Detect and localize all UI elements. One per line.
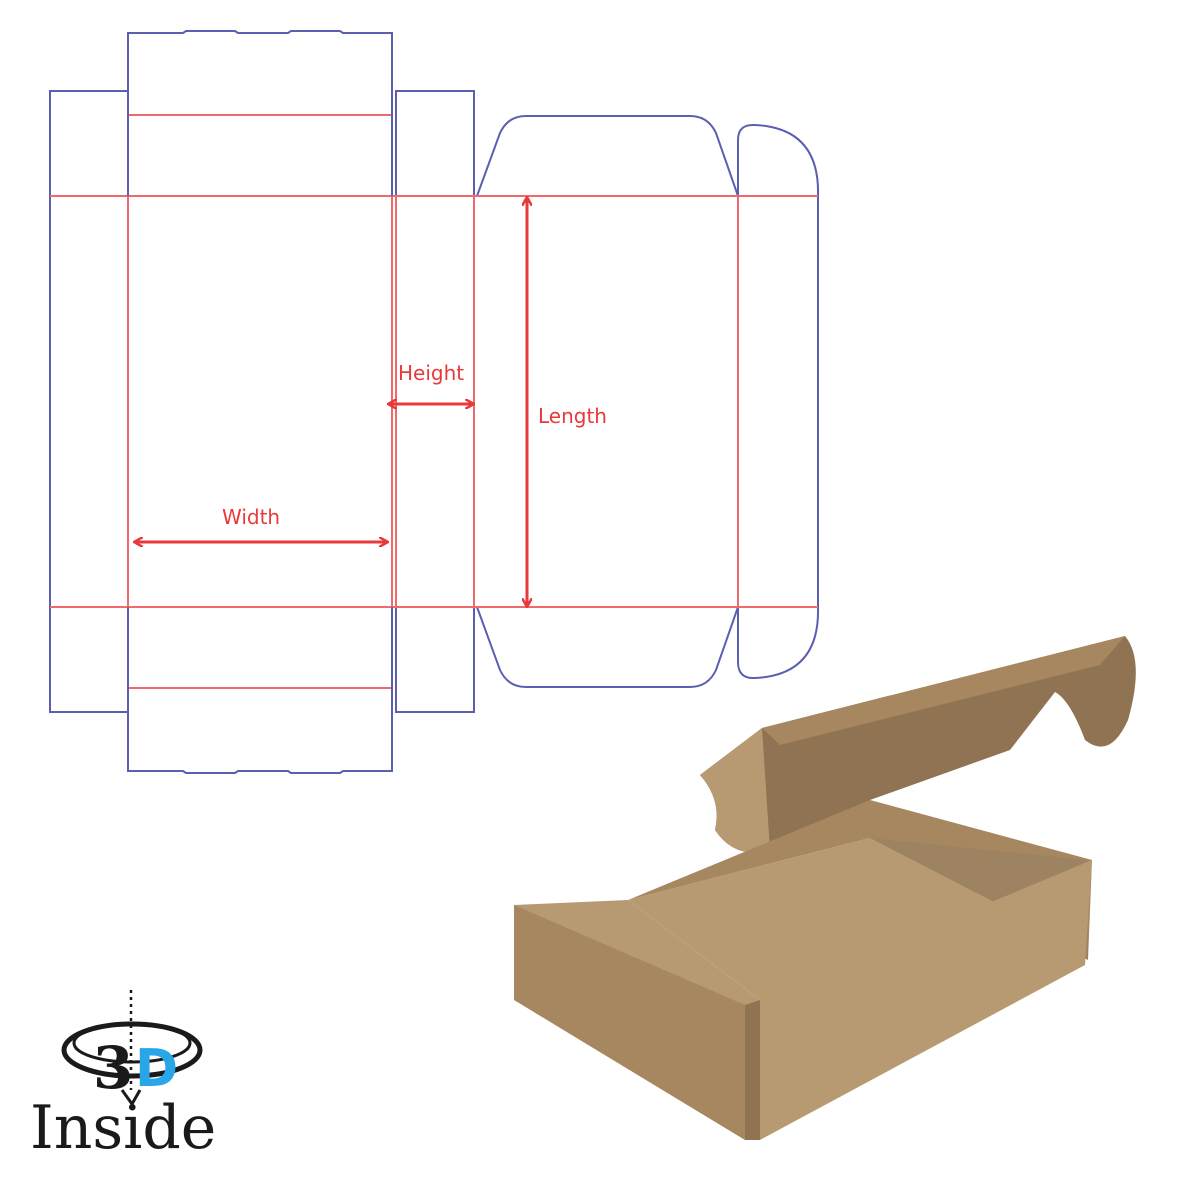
length-label: Length [538,404,607,428]
box-corner-shadow [745,1000,760,1140]
bottom-flap-cut [127,607,393,774]
logo-letter: D [135,1039,178,1099]
box-render [514,636,1136,1140]
width-label: Width [222,505,280,529]
left-flap-cut [49,90,128,713]
top-flap-cut [127,30,393,196]
box-inside-right [870,838,1088,960]
box-front-left-wall [514,905,760,1140]
right-narrow-flap-cut [395,90,475,713]
height-label: Height [398,361,464,385]
box-back-wall [628,800,1092,960]
box-floor [628,838,1000,1000]
fold-lines [50,114,818,689]
front-top-tab-cut [476,115,739,197]
brand-logo: 3 D Inside [30,990,216,1163]
logo-mark: 3 D [61,990,203,1107]
box-lid-ear-left [700,728,770,853]
front-bottom-tab-cut [476,606,739,688]
box-lid-inside [700,636,1136,853]
ear-top-cut [737,123,820,197]
ear-bottom-cut [737,606,820,680]
box-lid-highlight [762,636,1125,745]
box-left-top-edge [514,900,760,1005]
logo-wordmark: Inside [30,1093,216,1163]
dimension-arrows [135,198,527,606]
dieline: Height Length Width [49,30,820,774]
cut-lines [49,30,820,774]
logo-speech-tail [120,1089,142,1107]
box-front-right-wall [745,860,1092,1140]
